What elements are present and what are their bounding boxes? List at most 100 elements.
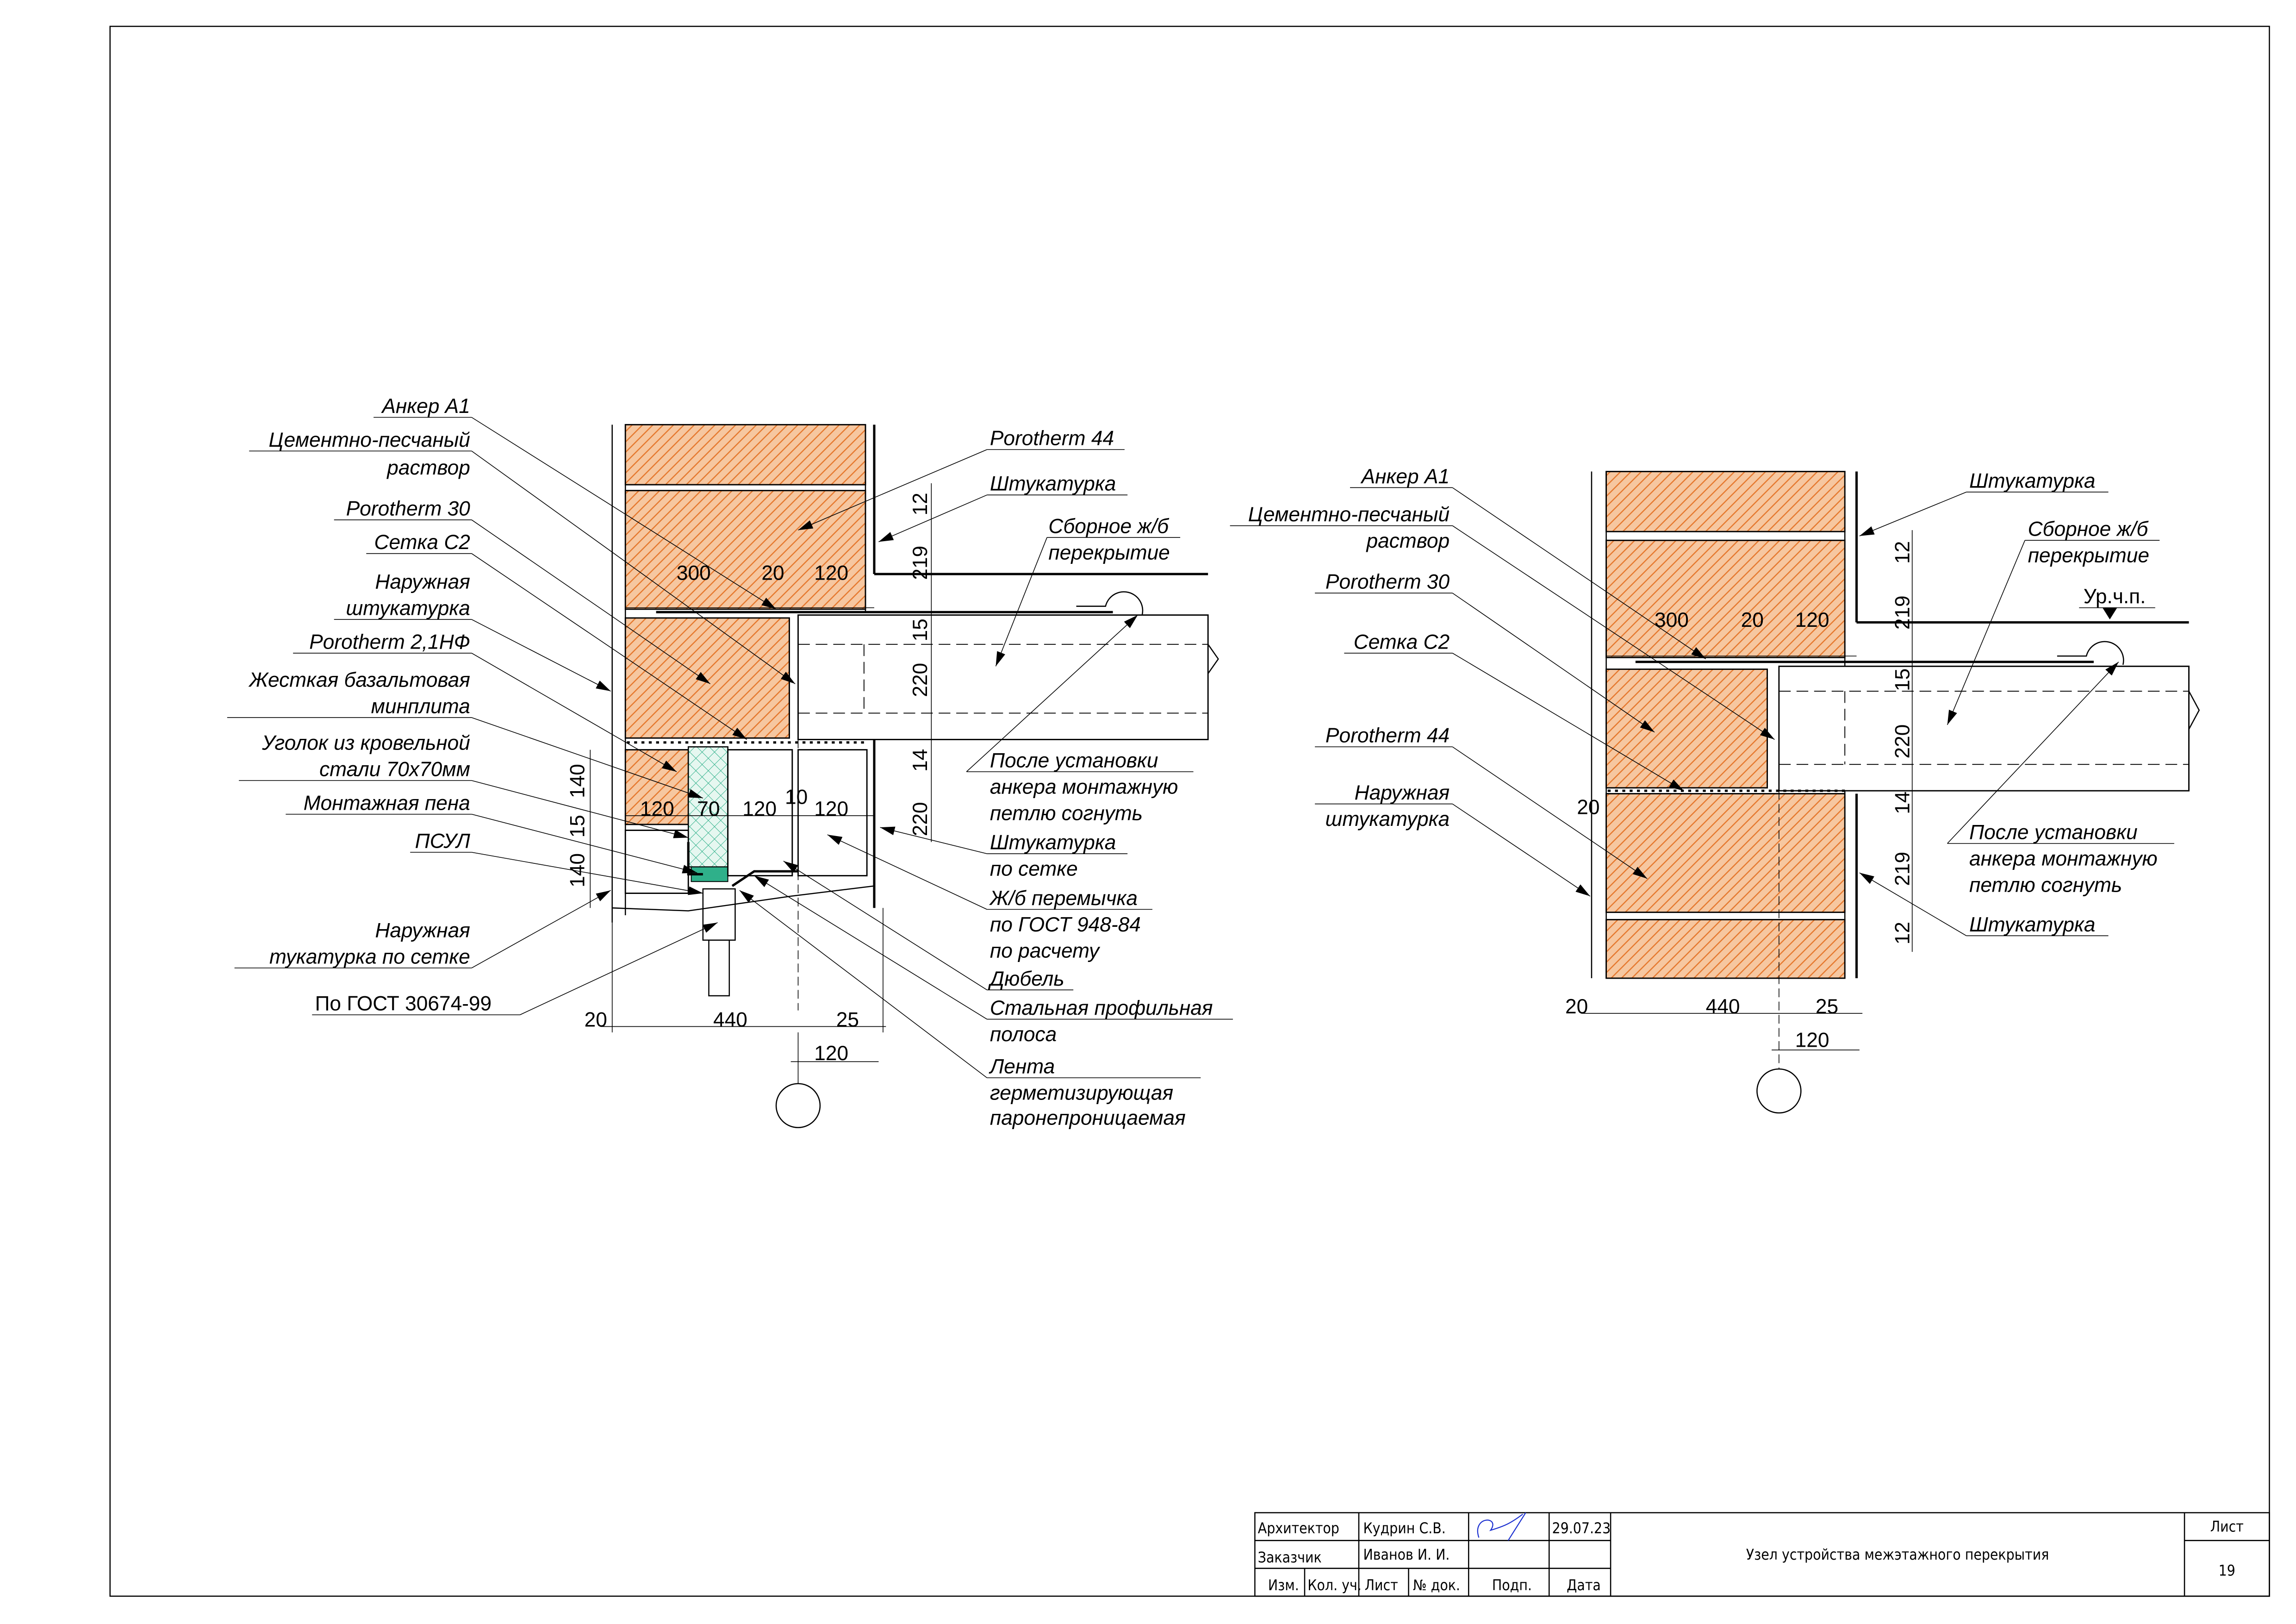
label-mortar-r-2: раствор <box>1365 530 1450 552</box>
dim-v12a-r: 12 <box>1891 541 1914 564</box>
brick-porotherm30 <box>624 617 790 739</box>
label-gost-window: По ГОСТ 30674-99 <box>315 993 492 1015</box>
precast-slab-r <box>1778 665 2190 792</box>
label-ext-plaster-r: Наружная <box>1355 781 1450 804</box>
label-slab-r-2: перекрытие <box>2028 544 2149 567</box>
dim-l140b: 140 <box>566 853 589 887</box>
dim-300-r: 300 <box>1655 609 1689 631</box>
label-steel-strip-2: полоса <box>990 1023 1057 1046</box>
label-ext-plaster-r-2: штукатурка <box>1325 808 1450 831</box>
dim-v220-r: 220 <box>1891 725 1914 759</box>
dim-v219: 219 <box>909 546 932 580</box>
brick-porotherm44-bottom-r <box>1605 919 1846 979</box>
dim-l140a: 140 <box>566 764 589 798</box>
brick-porotherm44-r <box>1605 539 1846 658</box>
dim-b440: 440 <box>713 1008 747 1031</box>
label-mortar: Цементно-песчаный <box>269 429 470 451</box>
brick-porotherm44 <box>624 490 866 610</box>
dim-b25: 25 <box>836 1008 859 1031</box>
dim-120-r: 120 <box>1795 609 1829 631</box>
dim-v15: 15 <box>909 618 932 641</box>
label-slab-2: перекрытие <box>1048 541 1170 564</box>
label-angle-2: стали 70х70мм <box>319 758 470 781</box>
tb-role-customer: Заказчик <box>1258 1549 1322 1566</box>
dim-i120c: 120 <box>814 798 848 820</box>
label-ext-mesh-2: тукатурка по сетке <box>269 945 470 968</box>
tb-col-kol: Кол. уч. <box>1307 1577 1362 1594</box>
label-basalt-2: минплита <box>371 695 470 718</box>
tb-col-sign: Подп. <box>1492 1577 1532 1594</box>
label-tape-3: паронепроницаемая <box>990 1106 1186 1129</box>
label-porotherm21: Porotherm 2,1НФ <box>309 631 470 653</box>
signature <box>1477 1512 1526 1541</box>
lintel-2 <box>797 749 868 877</box>
label-plaster: Штукатурка <box>990 473 1116 495</box>
brick-porotherm44-top-r <box>1605 471 1846 532</box>
tb-col-date: Дата <box>1567 1577 1601 1594</box>
label-lintel: Ж/б перемычка <box>989 887 1138 910</box>
label-plaster-mesh: Штукатурка <box>990 831 1116 854</box>
tb-role-architect: Архитектор <box>1258 1520 1339 1537</box>
label-angle: Уголок из кровельной <box>261 732 470 755</box>
label-psul: ПСУЛ <box>415 830 471 852</box>
dim-i120b: 120 <box>742 798 777 820</box>
dim-i120a: 120 <box>640 798 674 820</box>
label-floor-level: Ур.ч.п. <box>2084 585 2146 608</box>
label-after-install-3: петлю согнуть <box>990 802 1143 824</box>
floor-level-mark <box>2102 607 2117 620</box>
dim-v219a-r: 219 <box>1891 595 1914 630</box>
label-ext-mesh: Наружная <box>375 919 470 942</box>
dim-v15-r: 15 <box>1891 668 1914 691</box>
label-porotherm30: Porotherm 30 <box>346 497 471 520</box>
dim-20-r: 20 <box>1741 609 1764 631</box>
label-mesh-r: Сетка С2 <box>1354 631 1450 653</box>
dim-b25-r: 25 <box>1816 995 1838 1018</box>
label-tape-2: герметизирующая <box>990 1082 1173 1105</box>
dim-b120-r: 120 <box>1795 1029 1829 1052</box>
label-slab-r: Сборное ж/б <box>2028 518 2149 541</box>
sheet-frame <box>109 25 2270 1597</box>
dim-b20: 20 <box>585 1008 607 1031</box>
label-after-install-2: анкера монтажную <box>990 775 1178 798</box>
label-dowel: Дюбель <box>988 968 1064 990</box>
label-basalt: Жесткая базальтовая <box>248 669 470 692</box>
grid-axis-marker <box>775 1083 821 1128</box>
label-mortar-r: Цементно-песчаный <box>1248 503 1450 526</box>
dim-v220b: 220 <box>909 802 932 836</box>
dim-b20-r: 20 <box>1565 995 1588 1018</box>
tb-sheet-number: 19 <box>2219 1563 2235 1580</box>
precast-slab <box>797 614 1209 740</box>
dim-l15: 15 <box>566 815 589 837</box>
tb-customer-name: Иванов И. И. <box>1363 1547 1450 1563</box>
label-after-install-r-3: петлю согнуть <box>1969 874 2122 896</box>
label-ext-plaster-2: штукатурка <box>346 597 470 620</box>
dim-20: 20 <box>761 562 784 585</box>
label-after-install-r: После установки <box>1969 821 2138 844</box>
steel-angle <box>687 842 703 875</box>
label-lintel-2: по ГОСТ 948-84 <box>990 913 1141 936</box>
title-block: Архитектор Кудрин С.В. 29.07.23 Заказчик… <box>1254 1512 2270 1597</box>
label-after-install: После установки <box>990 750 1158 772</box>
dim-v220a: 220 <box>909 663 932 697</box>
anchor-loop-r <box>2057 641 2124 665</box>
label-tape: Лента <box>989 1056 1055 1078</box>
brick-porotherm44-top <box>624 424 866 486</box>
basalt-insulation <box>687 746 728 868</box>
tb-sheet-label: Лист <box>2210 1519 2244 1536</box>
brick-porotherm21 <box>624 749 689 825</box>
label-steel-strip: Стальная профильная <box>990 997 1213 1019</box>
tb-date-signed: 29.07.23 <box>1552 1520 1611 1537</box>
grid-axis-marker-r <box>1756 1068 1802 1114</box>
brick-porotherm30-r <box>1605 668 1768 789</box>
dim-v14: 14 <box>909 749 932 772</box>
dim-b120: 120 <box>814 1042 848 1065</box>
label-mesh: Сетка С2 <box>374 531 470 554</box>
label-plaster-mesh-2: по сетке <box>990 858 1078 881</box>
outer-plaster-sill <box>612 885 875 912</box>
anchor-loop <box>1076 591 1144 615</box>
window-frame <box>702 888 736 941</box>
label-anchor: Анкер А1 <box>380 395 470 418</box>
label-slab: Сборное ж/б <box>1048 515 1170 537</box>
left-detail: 300 20 120 12 219 15 220 14 220 140 15 1… <box>227 395 1233 1129</box>
label-plaster-top-r: Штукатурка <box>1969 469 2095 492</box>
